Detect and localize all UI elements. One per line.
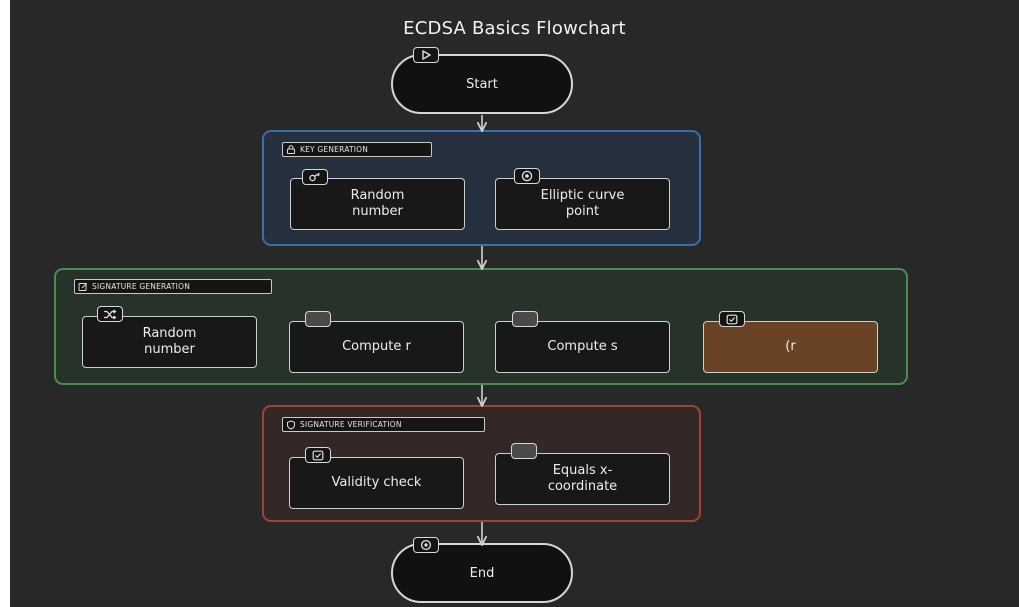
- start-node[interactable]: Start: [391, 54, 573, 114]
- key-generation-label: KEY GENERATION: [282, 142, 432, 157]
- blank-icon: [512, 311, 538, 327]
- elliptic-curve-point-node[interactable]: Elliptic curve point: [495, 178, 670, 230]
- check-square-icon: [719, 311, 745, 327]
- signature-verification-title: SIGNATURE VERIFICATION: [300, 420, 402, 429]
- key-random-number-node[interactable]: Random number: [290, 178, 465, 230]
- signature-verification-label: SIGNATURE VERIFICATION: [282, 417, 485, 432]
- start-label: Start: [466, 76, 498, 92]
- shuffle-icon: [97, 306, 123, 322]
- signature-generation-label: SIGNATURE GENERATION: [74, 279, 272, 294]
- edit-icon: [78, 282, 88, 291]
- check-square-icon: [305, 447, 331, 463]
- diagram-title: ECDSA Basics Flowchart: [403, 18, 626, 39]
- target-icon: [514, 168, 540, 184]
- end-label: End: [469, 565, 495, 581]
- play-icon: [413, 47, 439, 63]
- compute-s-node[interactable]: Compute s: [495, 321, 670, 373]
- flowchart-canvas: ECDSA Basics Flowchart Start KEY GENERAT…: [10, 0, 1019, 607]
- shield-icon: [287, 419, 295, 430]
- signature-generation-title: SIGNATURE GENERATION: [92, 282, 191, 291]
- signature-random-number-node[interactable]: Random number: [82, 316, 257, 368]
- blank-icon: [511, 443, 537, 459]
- equals-x-coordinate-node[interactable]: Equals x- coordinate: [495, 453, 670, 505]
- key-icon: [302, 169, 328, 185]
- lock-icon: [287, 145, 295, 154]
- validity-check-node[interactable]: Validity check: [289, 457, 464, 509]
- stop-icon: [413, 537, 439, 553]
- end-node[interactable]: End: [391, 543, 573, 603]
- blank-icon: [305, 311, 331, 327]
- compute-r-node[interactable]: Compute r: [289, 321, 464, 373]
- signature-pair-node[interactable]: (r: [703, 321, 878, 373]
- key-generation-title: KEY GENERATION: [300, 145, 369, 154]
